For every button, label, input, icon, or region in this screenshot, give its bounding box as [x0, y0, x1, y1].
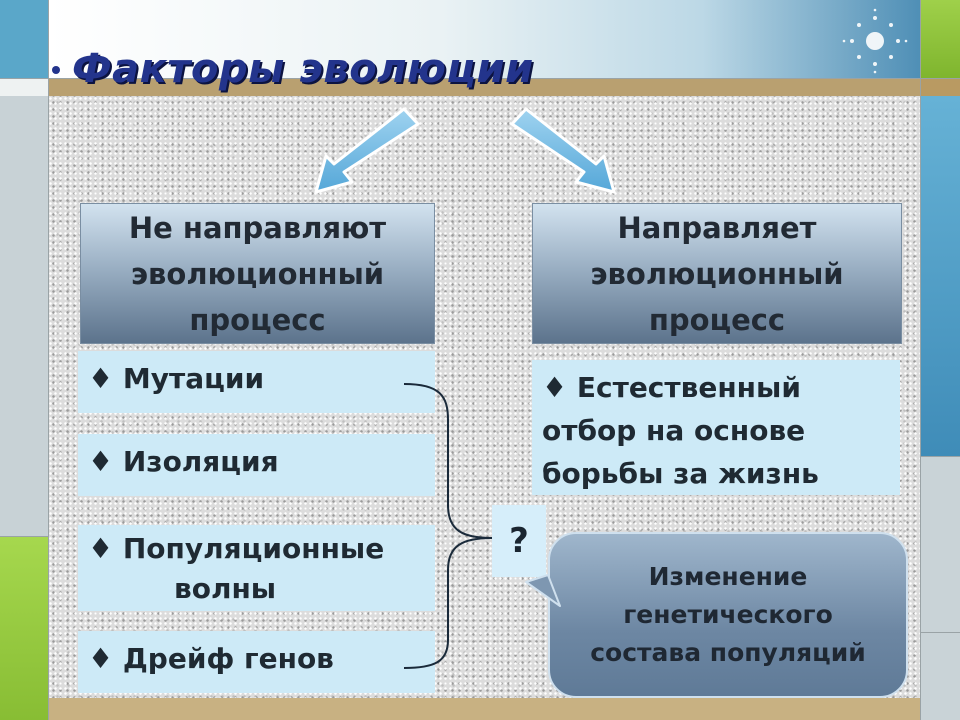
diamond-bullet-icon: ♦: [542, 371, 568, 404]
callout-line1: Изменение: [648, 562, 808, 591]
frame-strip-tan: [48, 78, 920, 96]
grid-line: [0, 78, 960, 79]
diamond-bullet-icon: ♦: [88, 445, 114, 478]
question-box: ?: [492, 505, 546, 577]
sparkle-icon: [842, 8, 908, 74]
item-label-line3: борьбы за жизнь: [542, 457, 819, 490]
item-label: Изоляция: [122, 445, 279, 478]
header-not-directing-line1: Не направляют: [128, 210, 387, 245]
header-directing-line1: Направляет: [617, 210, 817, 245]
list-item-population-waves: ♦ Популяционные волны: [78, 525, 435, 611]
item-label-line2: отбор на основе: [542, 414, 806, 447]
header-not-directing-line3: процесс: [189, 302, 326, 337]
list-item-mutations: ♦ Мутации: [78, 351, 435, 413]
frame-block-right-blue: [920, 96, 960, 456]
item-label-continued: волны: [174, 572, 277, 605]
list-item-gene-drift: ♦ Дрейф генов: [78, 631, 435, 693]
item-label: Естественный: [576, 371, 801, 404]
frame-block-top-right: [920, 0, 960, 78]
item-label: Популяционные: [122, 532, 385, 565]
header-band: [48, 0, 920, 78]
header-not-directing: Не направляют эволюционный процесс: [80, 203, 435, 344]
grid-line: [48, 0, 49, 720]
item-label: Мутации: [122, 362, 265, 395]
frame-block-right-gray: [920, 456, 960, 720]
frame-block-left-green: [0, 536, 48, 720]
grid-line: [920, 0, 921, 720]
list-item-isolation: ♦ Изоляция: [78, 434, 435, 496]
frame-block-top-left: [0, 0, 48, 78]
title-bullet-icon: [52, 66, 60, 74]
item-label: Дрейф генов: [122, 642, 334, 675]
frame-strip-bottom: [48, 698, 920, 720]
frame-block-left: [0, 96, 48, 536]
callout-line3: состава популяций: [590, 638, 866, 667]
header-directing-line2: эволюционный: [590, 256, 844, 291]
diamond-bullet-icon: ♦: [88, 532, 114, 565]
list-item-natural-selection: ♦ Естественный отбор на основе борьбы за…: [532, 360, 900, 495]
callout-line2: генетического: [623, 600, 833, 629]
callout-genetic-change: Изменение генетического состава популяци…: [548, 532, 908, 698]
header-directing-line3: процесс: [648, 302, 786, 337]
diamond-bullet-icon: ♦: [88, 362, 114, 395]
grid-line: [920, 456, 960, 457]
header-directing: Направляет эволюционный процесс: [532, 203, 902, 344]
slide-title: Факторы эволюции: [72, 46, 534, 92]
grid-line: [0, 536, 48, 537]
header-not-directing-line2: эволюционный: [130, 256, 385, 291]
grid-line: [920, 632, 960, 633]
frame-strip-tan-right: [920, 78, 960, 96]
diamond-bullet-icon: ♦: [88, 642, 114, 675]
